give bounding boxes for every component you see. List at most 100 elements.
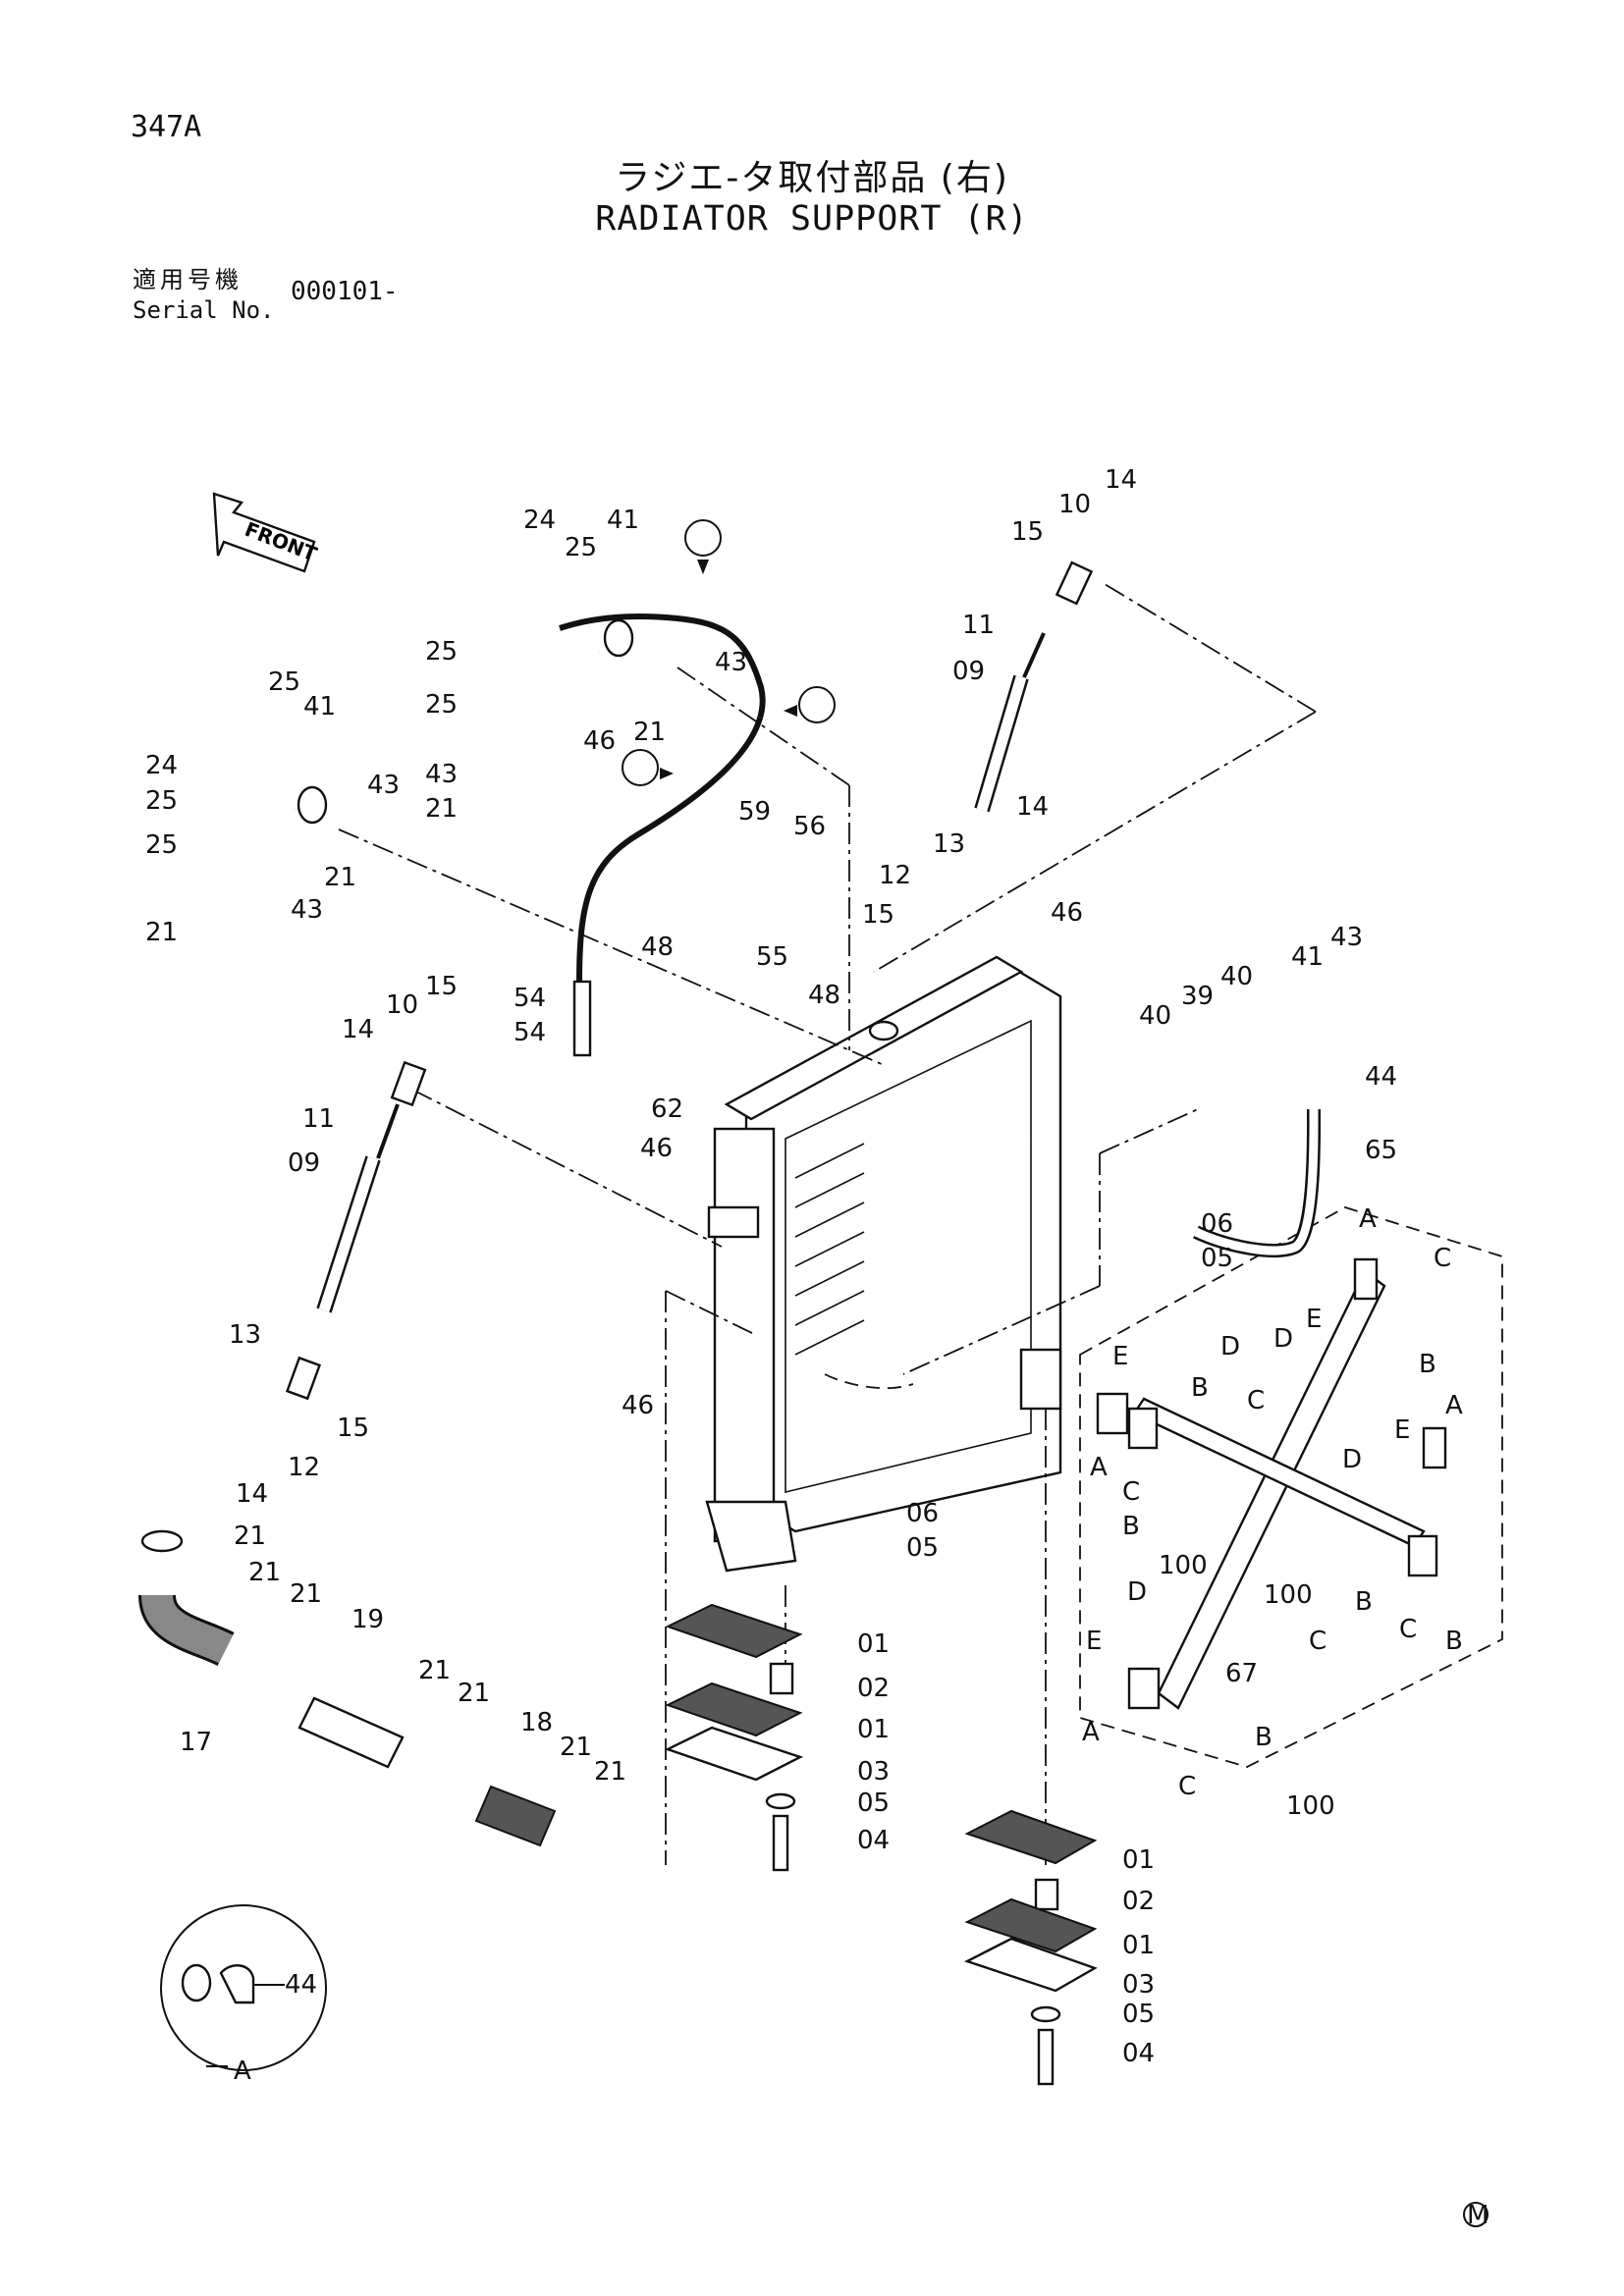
callout-g: E (1394, 1415, 1410, 1445)
callout-67: 65 (1365, 1136, 1397, 1165)
callout-65: 56 (793, 812, 826, 841)
callout-c: A (1445, 1391, 1463, 1420)
callout-31: 25 (268, 667, 300, 697)
callout-40: 40 (1220, 962, 1253, 991)
callout-59: 46 (583, 726, 616, 756)
callout-e: C (1309, 1627, 1326, 1656)
callout-17: 17 (180, 1728, 212, 1757)
callout-01: 01 (857, 1629, 890, 1659)
callout-31: 25 (425, 637, 458, 667)
callout-54: 41 (303, 692, 336, 721)
callout-15: 15 (337, 1414, 369, 1443)
detail-view-a (160, 1904, 327, 2071)
callout-f: D (1220, 1332, 1240, 1362)
radiator-core (705, 955, 1062, 1573)
callout-d: B (1419, 1350, 1436, 1379)
callout-09: 09 (952, 657, 985, 686)
callout-54: 41 (607, 506, 639, 535)
callout-09: 09 (288, 1148, 320, 1178)
callout-a: 67 (1225, 1659, 1258, 1688)
gas-spring-lower (285, 1060, 427, 1401)
callout-06: 06 (1201, 1209, 1233, 1239)
callout-15: 15 (862, 900, 894, 930)
assembly-100-frame (1079, 1206, 1503, 1768)
detail-a-markers (622, 519, 836, 786)
callout-11: 11 (302, 1104, 335, 1134)
callout-31: 25 (565, 533, 597, 562)
page-title-japanese: ラジエ-タ取付部品 (右) (615, 158, 1009, 198)
stay-assembly (1096, 1257, 1447, 1710)
callout-15: 15 (1011, 517, 1044, 547)
callout-01: 01 (1122, 1845, 1155, 1875)
callout-15: 15 (425, 972, 458, 1001)
callout-25: 21 (425, 794, 458, 824)
mount-pads-center (664, 1603, 804, 1872)
callout-43: 43 (1330, 923, 1363, 952)
callout-60: 54 (514, 984, 546, 1013)
callout-41: 41 (1291, 942, 1324, 972)
callout-05: 05 (906, 1533, 939, 1563)
callout-55: 43 (715, 648, 747, 677)
callout-56: 44 (285, 1970, 317, 2000)
hose-67 (1193, 1108, 1322, 1258)
callout-03: 03 (1122, 1970, 1155, 2000)
front-arrow: FRONT (212, 492, 320, 573)
callout-05: 05 (857, 1789, 890, 1818)
callout-g: E (1112, 1342, 1128, 1371)
callout-b: 100 (1159, 1551, 1208, 1580)
callout-e: C (1122, 1477, 1140, 1507)
callout-48: 48 (641, 933, 674, 962)
callout-d: B (1255, 1723, 1272, 1752)
callout-21: 21 (560, 1733, 592, 1762)
callout-g: E (1086, 1627, 1102, 1656)
callout-21: 21 (594, 1757, 626, 1787)
callout-10: 10 (386, 990, 418, 1020)
leader-lines (338, 583, 1317, 1865)
callout-31: 25 (145, 786, 178, 816)
footer-mark: M (1467, 2201, 1489, 2230)
callout-40: 40 (1139, 1001, 1171, 1031)
callout-06: 06 (906, 1499, 939, 1528)
callout-31: 25 (145, 830, 178, 860)
callout-f: D (1273, 1324, 1293, 1354)
upper-left-hoses (194, 605, 766, 1057)
serial-label: Serial No. (133, 296, 275, 324)
callout-04: 04 (1122, 2039, 1155, 2068)
callout-g: E (1306, 1305, 1322, 1334)
callout-14: 14 (1016, 792, 1049, 822)
callout-10: 10 (1058, 490, 1091, 519)
callout-31: 25 (425, 690, 458, 720)
callout-b: 100 (1264, 1580, 1313, 1610)
callout-02: 02 (857, 1674, 890, 1703)
callout-e: C (1178, 1772, 1196, 1801)
callout-25: 21 (145, 918, 178, 947)
callout-05: 05 (1201, 1244, 1233, 1273)
callout-d: B (1355, 1587, 1373, 1617)
callout-05: 05 (1122, 2000, 1155, 2029)
callout-46: 46 (622, 1391, 654, 1420)
gas-spring-upper (974, 561, 1094, 813)
callout-c: A (1359, 1204, 1377, 1234)
callout-13: 13 (933, 829, 965, 859)
lower-hoses (138, 1529, 557, 1847)
callout-60: 54 (514, 1018, 546, 1047)
callout-e: C (1399, 1615, 1417, 1644)
callout-64: 55 (756, 942, 788, 972)
callout-02: 02 (1122, 1887, 1155, 1916)
callout-24: 24 (145, 751, 178, 780)
callout-39: 39 (1181, 982, 1214, 1011)
callout-55: 43 (291, 895, 323, 925)
callout-100: 100 (1286, 1791, 1335, 1821)
callout-44: 44 (1365, 1062, 1397, 1092)
callout-55: 43 (367, 771, 400, 800)
callout-labels: 24 41 25 25 25 43 21 46 43 21 25 41 24 2… (145, 465, 1489, 2230)
footer-mark-circle (1463, 2202, 1489, 2227)
callout-11: 11 (962, 611, 995, 640)
callout-d: B (1445, 1627, 1463, 1656)
callout-19: 19 (352, 1605, 384, 1634)
serial-number-value: 000101- (291, 277, 399, 306)
callout-f: D (1342, 1445, 1362, 1474)
callout-21: 21 (418, 1656, 451, 1685)
callout-d: B (1122, 1512, 1140, 1541)
callout-f: D (1127, 1577, 1147, 1607)
